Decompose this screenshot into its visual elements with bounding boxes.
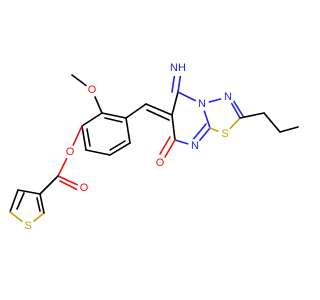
molecule-structure-diagram: O O O O S S NH N [9, 62, 299, 233]
bond-thiophene-5 [39, 193, 45, 214]
bond-thiophene-inner-2 [36, 197, 41, 212]
bond-benzene-4 [85, 149, 111, 156]
bond-layer [9, 71, 299, 227]
bond-c8a-n8-double [191, 123, 207, 142]
bond-c7-ketone-a [164, 139, 176, 158]
atom-nitrogen-ring-c-label: N [191, 140, 199, 152]
bond-propyl-3 [279, 126, 299, 133]
bond-benzene-5 [81, 125, 87, 151]
atom-nitrogen-ring-b: N [221, 90, 235, 104]
atom-nitrogen-ring-c: N [188, 139, 202, 153]
bond-thiophene-inner-1 [16, 192, 25, 210]
atom-nitrogen-ring-b-label: N [224, 91, 232, 103]
bond-thiophene-1 [17, 189, 41, 195]
bond-benzene-inner-2 [109, 140, 126, 151]
bond-n3-c2-double [232, 99, 244, 117]
atom-oxygen-methoxy-label: O [88, 84, 97, 96]
atom-label-layer: O O O O S S NH N [21, 62, 235, 233]
bond-benzene-6 [81, 112, 103, 127]
bond-vinyl-double-a [145, 103, 173, 116]
bond-carbonyl-thiophene [39, 175, 59, 195]
atom-oxygen-ester: O [63, 145, 77, 159]
atom-oxygen-methoxy: O [85, 83, 99, 97]
atom-oxygen-carbonyl-label: O [80, 182, 89, 194]
bond-benzene-1 [101, 112, 127, 119]
bond-c6-c5 [171, 91, 179, 116]
bond-propyl-1 [239, 112, 265, 119]
bond-carbonyl-b [59, 180, 79, 191]
atom-nitrogen-imine-label: NH [170, 62, 186, 74]
atom-oxygen-ketone: O [153, 156, 167, 170]
atom-nitrogen-ring-a: N [195, 97, 209, 111]
bond-ring-vinyl [125, 103, 147, 119]
atom-oxygen-ester-label: O [66, 146, 75, 158]
bond-vinyl-double-b [146, 109, 170, 121]
bond-propyl-2 [263, 112, 281, 133]
bond-carbonyl-a [57, 175, 81, 187]
bond-thiophene-2 [9, 189, 19, 213]
atom-oxygen-carbonyl: O [77, 181, 91, 195]
bond-benzene-2 [125, 117, 131, 144]
bond-c6-c7 [171, 114, 176, 141]
atom-sulfur-thiophene: S [21, 219, 35, 233]
atom-sulfur-thiophene-label: S [24, 220, 31, 232]
bond-benzene-inner-3 [86, 128, 91, 147]
atom-nitrogen-imine: NH [168, 62, 188, 76]
bond-benzene-inner-1 [104, 117, 123, 123]
atom-sulfur-thiadiazole: S [218, 127, 232, 141]
atom-oxygen-ketone-label: O [156, 157, 165, 169]
bond-benzene-3 [109, 142, 131, 156]
atom-sulfur-thiadiazole-label: S [221, 128, 228, 140]
bond-c7-ketone-b [159, 136, 171, 155]
atom-nitrogen-ring-a-label: N [198, 98, 206, 110]
